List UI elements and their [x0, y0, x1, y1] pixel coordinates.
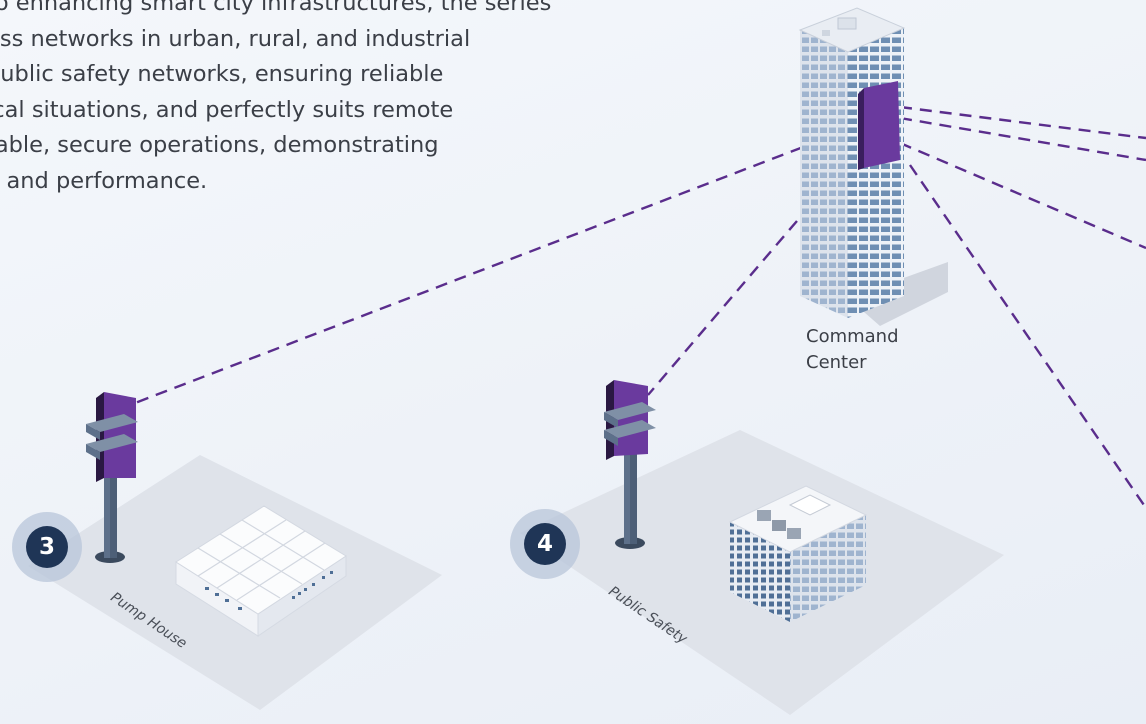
link-offscreen-4	[909, 164, 1146, 509]
site-badge-4	[510, 509, 580, 579]
command-center-label: Command Center	[806, 324, 926, 376]
site-badge-3	[12, 512, 82, 582]
site-number-3: 3	[38, 534, 55, 560]
intro-line: to enhancing smart city infrastructures,…	[0, 0, 552, 16]
public-safety-building	[728, 485, 868, 622]
intro-line: public safety networks, ensuring reliabl…	[0, 61, 444, 87]
command-center-radio	[858, 81, 900, 170]
intro-paragraph: to enhancing smart city infrastructures,…	[0, 0, 746, 199]
pump-house-building	[175, 505, 347, 637]
command-center-label-line2: Center	[806, 352, 867, 373]
command-center-building	[798, 7, 948, 326]
public-safety-tower	[604, 380, 656, 549]
pump-house-tower	[86, 392, 138, 563]
intro-line: table, secure operations, demonstrating	[0, 132, 439, 158]
intro-line: ess networks in urban, rural, and indust…	[0, 25, 471, 52]
wireless-links	[134, 105, 1146, 509]
link-to-pump-house	[134, 124, 859, 405]
intro-line: ical situations, and perfectly suits rem…	[0, 96, 454, 123]
link-offscreen-1	[899, 105, 1146, 140]
command-center-label-line1: Command	[806, 326, 899, 347]
link-offscreen-3	[899, 141, 1146, 250]
site-number-4: 4	[536, 531, 553, 557]
link-to-public-safety	[647, 144, 863, 396]
link-offscreen-2	[899, 116, 1146, 162]
intro-line: y and performance.	[0, 167, 208, 194]
